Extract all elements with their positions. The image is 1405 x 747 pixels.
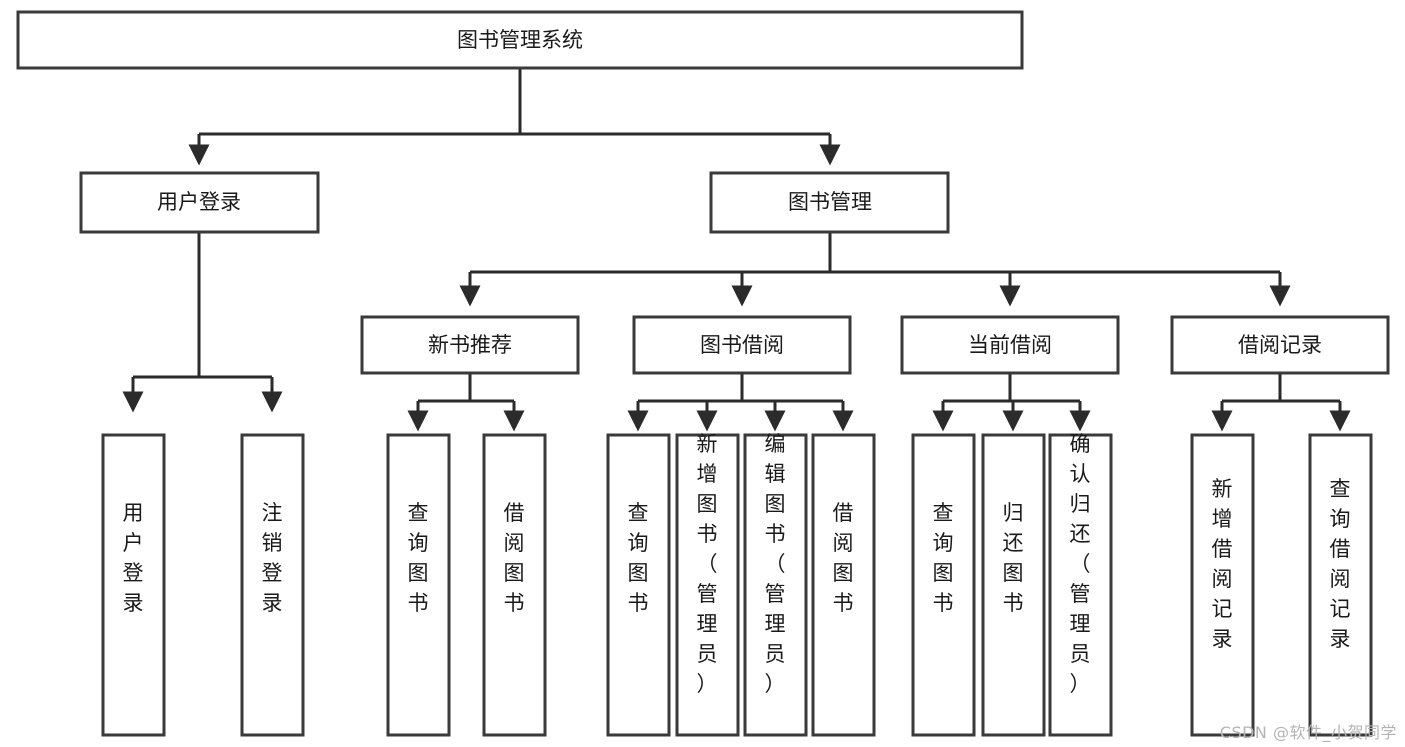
node-leaf-query-book-3[interactable]: 查询图书 [911,433,976,737]
node-leaf-return-book-box[interactable] [981,433,1046,737]
connector-group-current-borrow-to-leaves [932,373,1091,432]
node-leaf-query-book-2-label: 查询图书 [628,501,649,615]
node-leaf-user-login-label: 用户登录 [123,501,144,615]
node-leaf-edit-book-label: 编辑图书（管理员） [765,432,786,696]
node-leaf-user-login[interactable]: 用户登录 [101,433,166,737]
node-leaf-user-login-box[interactable] [101,433,166,737]
connector-group-new-book-rec-to-leaves [407,373,525,432]
node-current-borrow[interactable]: 当前借阅 [900,315,1120,375]
node-book-manage-label: 图书管理 [788,190,872,214]
node-leaf-query-book-3-label: 查询图书 [933,501,954,615]
node-leaf-query-book-1-box[interactable] [386,433,451,737]
connector-group-borrow-record-to-leaves [1211,373,1351,432]
node-current-borrow-label: 当前借阅 [968,333,1052,357]
node-leaf-borrow-book-2[interactable]: 借阅图书 [811,433,876,737]
node-book-manage-box[interactable] [709,171,950,234]
node-leaf-edit-book[interactable]: 编辑图书（管理员） [743,432,808,737]
node-root[interactable]: 图书管理系统 [16,10,1024,70]
node-root-label: 图书管理系统 [457,28,583,52]
node-leaf-add-book-label: 新增图书（管理员） [697,432,718,696]
node-new-book-rec-box[interactable] [360,315,580,375]
node-leaf-add-record-box[interactable] [1190,433,1255,737]
node-user-login-box[interactable] [79,171,320,234]
node-leaf-logout-box[interactable] [240,433,305,737]
node-leaf-borrow-book-1-label: 借阅图书 [504,501,525,615]
node-leaf-add-book-box[interactable] [675,433,740,737]
node-book-borrow[interactable]: 图书借阅 [632,315,852,375]
node-leaf-logout-label: 注销登录 [262,501,283,615]
node-leaf-query-record-label: 查询借阅记录 [1330,477,1351,651]
node-leaf-return-book[interactable]: 归还图书 [981,433,1046,737]
node-current-borrow-box[interactable] [900,315,1120,375]
node-leaf-query-book-2[interactable]: 查询图书 [606,433,671,737]
node-new-book-rec[interactable]: 新书推荐 [360,315,580,375]
node-leaf-logout[interactable]: 注销登录 [240,433,305,737]
node-leaf-add-record[interactable]: 新增借阅记录 [1190,433,1255,737]
node-book-borrow-box[interactable] [632,315,852,375]
node-leaf-edit-book-box[interactable] [743,433,808,737]
node-leaf-borrow-book-1[interactable]: 借阅图书 [482,433,547,737]
node-leaf-return-book-label: 归还图书 [1003,501,1024,615]
node-leaf-query-record[interactable]: 查询借阅记录 [1308,433,1373,737]
node-book-borrow-label: 图书借阅 [700,333,784,357]
connector-group-user-login-to-leaves [122,232,283,413]
node-book-manage[interactable]: 图书管理 [709,171,950,234]
node-leaf-confirm-return[interactable]: 确认归还（管理员） [1048,432,1113,737]
node-new-book-rec-label: 新书推荐 [428,333,512,357]
node-leaf-confirm-return-box[interactable] [1048,433,1113,737]
node-borrow-record[interactable]: 借阅记录 [1170,315,1390,375]
node-user-login[interactable]: 用户登录 [79,171,320,234]
node-root-box[interactable] [16,10,1024,70]
node-leaf-add-book[interactable]: 新增图书（管理员） [675,432,740,737]
node-leaf-borrow-book-2-label: 借阅图书 [833,501,854,615]
node-leaf-query-book-1[interactable]: 查询图书 [386,433,451,737]
node-borrow-record-label: 借阅记录 [1238,333,1322,357]
node-leaf-query-record-box[interactable] [1308,433,1373,737]
node-leaf-query-book-2-box[interactable] [606,433,671,737]
connector-group-book-borrow-to-leaves [627,373,854,432]
csdn-watermark: CSDN @软件_小贺同学 [1219,723,1397,742]
node-leaf-query-book-1-label: 查询图书 [408,501,429,615]
node-leaf-borrow-book-2-box[interactable] [811,433,876,737]
connector-group-book-manage-to-level3 [459,232,1291,307]
node-leaf-borrow-book-1-box[interactable] [482,433,547,737]
node-leaf-confirm-return-label: 确认归还（管理员） [1070,432,1091,696]
node-borrow-record-box[interactable] [1170,315,1390,375]
connector-group-root-to-level2 [188,68,841,166]
node-leaf-query-book-3-box[interactable] [911,433,976,737]
node-user-login-label: 用户登录 [157,190,241,214]
node-leaf-add-record-label: 新增借阅记录 [1212,477,1233,651]
